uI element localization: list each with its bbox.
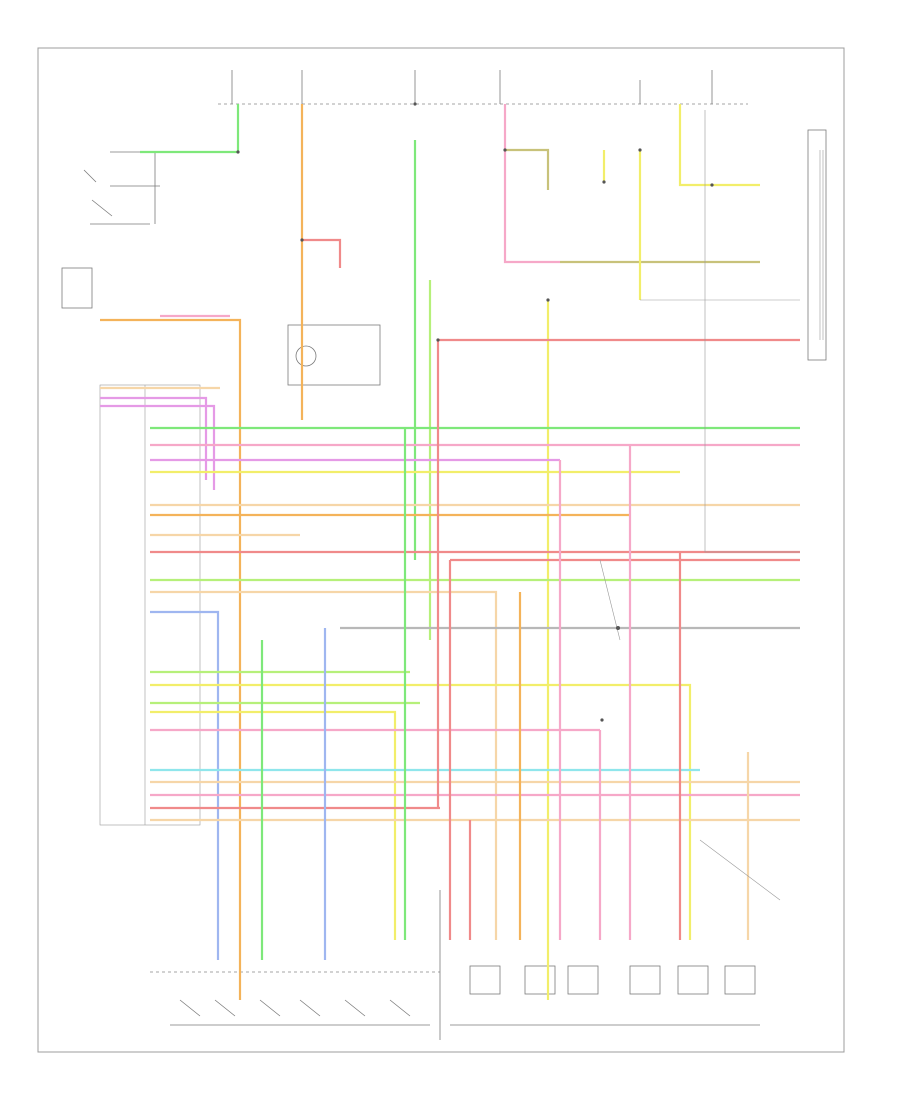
ignition-switch-block xyxy=(83,151,160,225)
wire-orange-row xyxy=(100,318,242,1000)
wire-yellow-r15 xyxy=(150,683,692,940)
wire-green-top xyxy=(140,104,240,154)
wire-blue-r12 xyxy=(150,610,220,960)
solenoid-boxes xyxy=(469,965,756,995)
wire-yellow-b xyxy=(678,104,760,187)
splice-points xyxy=(236,102,714,722)
wire-red-top xyxy=(302,238,342,268)
bottom-connector-panel xyxy=(150,890,760,1040)
diagram-frame xyxy=(37,47,845,1053)
wire-pink-vert xyxy=(503,104,560,264)
wire-lightorange-r11 xyxy=(150,590,498,940)
motor-sensor xyxy=(287,324,381,386)
wire-magenta-2 xyxy=(100,404,216,490)
wire-set xyxy=(100,104,800,1000)
fuse-stubs xyxy=(231,70,713,104)
wire-yellow-r17 xyxy=(150,710,397,940)
wire-olive-top xyxy=(505,148,550,190)
right-module xyxy=(807,129,827,361)
pcm-connector xyxy=(99,384,201,826)
wire-magenta-1 xyxy=(100,396,208,480)
relay-box xyxy=(61,267,93,309)
